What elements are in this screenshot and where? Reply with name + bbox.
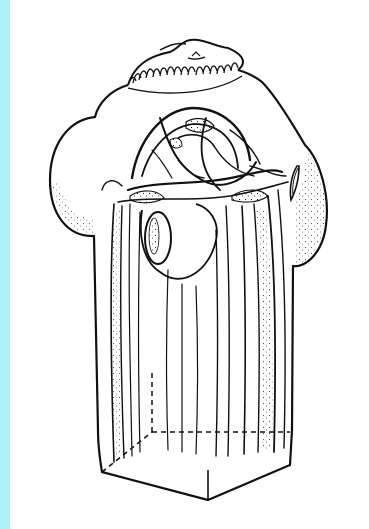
illustration-svg: [10, 0, 369, 529]
scolex-illustration: [10, 0, 369, 529]
left-accent-strip: [0, 0, 10, 529]
